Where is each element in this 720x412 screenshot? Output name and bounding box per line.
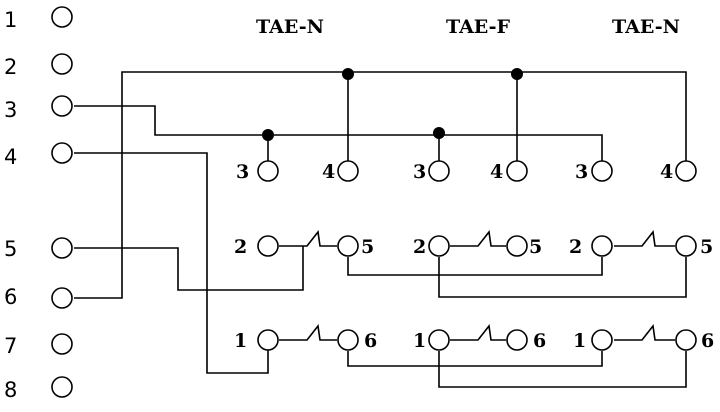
terminal-row-4 (51, 142, 73, 164)
socket-3: 3 4 2 5 1 6 (569, 160, 714, 352)
socket-1-pin-6 (337, 329, 359, 351)
switch-1-6-socket-3 (614, 324, 675, 341)
chain-6-socket2-to-3 (438, 351, 687, 388)
junctions (262, 68, 523, 141)
row-label-8: 8 (4, 378, 17, 402)
switch-1-6-socket-2 (450, 324, 506, 341)
terminal-row-6 (51, 287, 73, 309)
chain-5-socket1-to-2 (347, 257, 603, 276)
socket-3-pin-5 (675, 235, 697, 257)
socket-1-pin-5 (337, 235, 359, 257)
row-label-4: 4 (4, 145, 17, 169)
socket-2-pin-3 (428, 160, 450, 182)
socket-3-pin-3 (591, 160, 613, 182)
socket-2-pin-3-label: 3 (413, 161, 426, 183)
socket-1: 3 4 2 5 1 6 (234, 160, 377, 352)
line-row5-to-pin2 (74, 246, 304, 291)
chain-5-socket2-to-3 (438, 257, 687, 298)
terminal-row-1 (51, 6, 73, 28)
socket-3-pin-1-label: 1 (573, 330, 586, 352)
socket-2-pin-1-label: 1 (413, 330, 426, 352)
row-label-1: 1 (4, 8, 17, 32)
left-terminals (51, 6, 73, 398)
terminal-row-2 (51, 53, 73, 75)
switch-2-5-socket-2 (450, 230, 506, 247)
junction-dot (433, 127, 445, 139)
socket-1-pin-3 (257, 160, 279, 182)
header-socket-1: TAE-N (256, 16, 324, 38)
socket-3-pin-6-label: 6 (701, 330, 714, 352)
bus-line-3 (74, 105, 603, 161)
socket-3-pin-4 (675, 160, 697, 182)
socket-headers: TAE-N TAE-F TAE-N (256, 16, 680, 38)
switch-1-6-socket-1 (279, 324, 337, 341)
socket-2-pin-5 (506, 235, 528, 257)
wires (74, 71, 687, 388)
row-label-3: 3 (4, 98, 17, 122)
socket-3-pin-2-label: 2 (569, 236, 582, 258)
row-label-5: 5 (4, 237, 17, 261)
switch-2-5-socket-3 (614, 230, 675, 247)
socket-3-pin-4-label: 4 (660, 161, 673, 183)
socket-1-pin-1 (257, 329, 279, 351)
row-label-6: 6 (4, 285, 17, 309)
junction-dot (511, 68, 523, 80)
terminal-row-7 (51, 333, 73, 355)
socket-1-pin-6-label: 6 (364, 330, 377, 352)
socket-1-pin-2-label: 2 (234, 236, 247, 258)
header-socket-2: TAE-F (446, 16, 511, 38)
terminal-row-3 (51, 95, 73, 117)
socket-1-pin-5-label: 5 (361, 236, 374, 258)
socket-3-pin-1 (591, 329, 613, 351)
socket-3-pin-6 (675, 329, 697, 351)
socket-2-pin-4 (506, 160, 528, 182)
row-label-2: 2 (4, 55, 17, 79)
socket-2-pin-2-label: 2 (413, 236, 426, 258)
socket-2-pin-4-label: 4 (490, 161, 503, 183)
row-labels: 1 2 3 4 5 6 7 8 (4, 8, 17, 402)
header-socket-3: TAE-N (612, 16, 680, 38)
bus-line-2 (74, 71, 687, 299)
socket-1-pin-3-label: 3 (236, 161, 249, 183)
socket-2-pin-5-label: 5 (529, 236, 542, 258)
socket-2-pin-2 (428, 235, 450, 257)
socket-1-pin-4-label: 4 (322, 161, 335, 183)
socket-3-pin-5-label: 5 (700, 236, 713, 258)
terminal-row-5 (51, 237, 73, 259)
row-label-7: 7 (4, 334, 17, 358)
junction-dot (262, 129, 274, 141)
socket-3-pin-3-label: 3 (575, 161, 588, 183)
junction-dot (342, 68, 354, 80)
chain-6-socket1-to-2 (347, 351, 603, 367)
line-row4-to-pin1 (74, 152, 269, 374)
terminal-row-8 (51, 376, 73, 398)
socket-2: 3 4 2 5 1 6 (413, 160, 546, 352)
switch-2-5-socket-1 (279, 230, 337, 247)
socket-2-pin-6 (506, 329, 528, 351)
socket-3-pin-2 (591, 235, 613, 257)
socket-2-pin-6-label: 6 (533, 330, 546, 352)
socket-1-pin-2 (257, 235, 279, 257)
socket-2-pin-1 (428, 329, 450, 351)
socket-1-pin-4 (337, 160, 359, 182)
socket-1-pin-1-label: 1 (234, 330, 247, 352)
